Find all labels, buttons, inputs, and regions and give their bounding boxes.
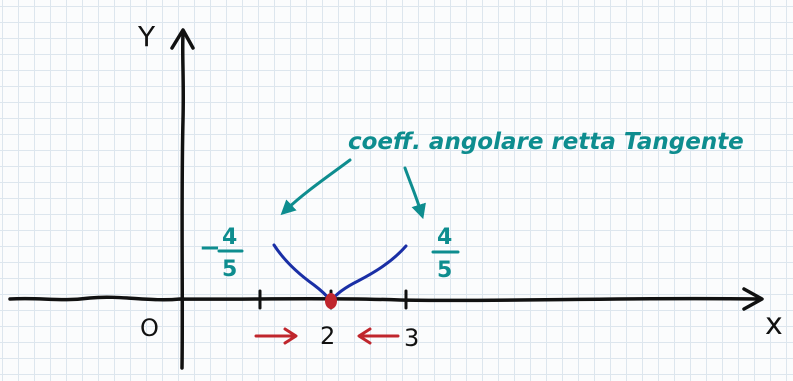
approach-arrow-right bbox=[357, 327, 400, 345]
tick-label-3: 3 bbox=[404, 324, 419, 352]
curve-right-branch bbox=[329, 244, 408, 303]
left-slope-sign: − bbox=[199, 233, 221, 263]
annotation-text: coeff. angolare retta Tangente bbox=[348, 129, 744, 155]
y-axis-line bbox=[180, 32, 186, 370]
annotation-arrow-right bbox=[403, 166, 426, 220]
right-slope-denominator: 5 bbox=[437, 258, 452, 283]
left-slope-numerator: 4 bbox=[222, 225, 237, 250]
y-axis-arrowhead bbox=[170, 28, 195, 50]
left-slope-denominator: 5 bbox=[222, 257, 237, 282]
x-axis-arrowhead bbox=[742, 287, 764, 311]
origin-label: O bbox=[140, 314, 159, 342]
curve-left-branch bbox=[272, 243, 333, 303]
x-axis-label: x bbox=[765, 307, 783, 342]
x-axis-line bbox=[8, 295, 762, 303]
y-axis-label: Y bbox=[137, 20, 156, 53]
cusp-point bbox=[325, 293, 337, 309]
right-slope-numerator: 4 bbox=[437, 225, 452, 250]
tick-label-2: 2 bbox=[320, 322, 335, 350]
approach-arrow-left bbox=[254, 327, 298, 345]
annotation-arrow-left bbox=[280, 158, 352, 216]
